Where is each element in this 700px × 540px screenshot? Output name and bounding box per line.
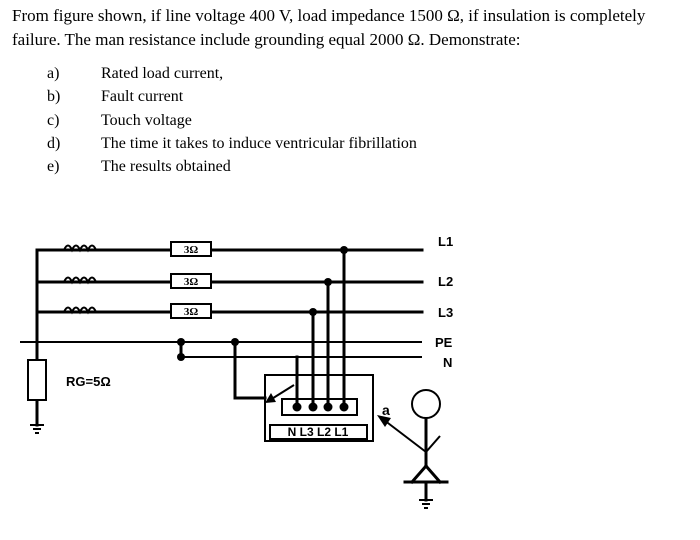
resistor-l2-label: 3Ω: [184, 276, 199, 288]
junction-dot: [231, 338, 239, 346]
man-head: [411, 389, 441, 419]
resistor-l1-label: 3Ω: [184, 244, 199, 256]
grounding-label: RG=5Ω: [66, 374, 111, 389]
man-right-leg: [423, 463, 443, 485]
terminal-label: N L3 L2 L1: [288, 425, 349, 439]
fault-arrowhead: [265, 393, 276, 403]
task-text: The time it takes to induce ventricular …: [101, 134, 417, 152]
task-text: The results obtained: [101, 158, 231, 176]
resistor-l3-label: 3Ω: [184, 306, 199, 318]
junction-dot: [177, 338, 185, 346]
junction-dot: [324, 278, 332, 286]
label-l1: L1: [438, 234, 453, 249]
terminal-dot: [339, 402, 349, 412]
resistor-l3: [170, 303, 212, 319]
label-l3: L3: [438, 305, 453, 320]
terminal-label-box: [269, 424, 368, 440]
junction-dot: [340, 246, 348, 254]
task-list: a) Rated load current, b) Fault current c)…: [47, 62, 417, 178]
task-item: a) Rated load current,: [47, 62, 417, 85]
touch-arrowhead: [377, 415, 391, 427]
terminal-block: [281, 398, 358, 416]
task-label: a): [47, 65, 60, 82]
terminal-dot: [308, 402, 318, 412]
task-label: d): [47, 134, 61, 152]
task-label: e): [47, 158, 60, 176]
terminal-dot: [323, 402, 333, 412]
label-n: N: [443, 355, 452, 370]
task-item: b) Fault current: [47, 85, 417, 108]
man-right-arm: [425, 435, 441, 453]
task-item: c) Touch voltage: [47, 109, 417, 132]
task-text: Rated load current,: [101, 65, 224, 82]
problem-statement: From figure shown, if line voltage 400 V…: [12, 6, 646, 49]
coil-l1: [63, 244, 97, 253]
resistor-l1: [170, 241, 212, 257]
junction-dot: [177, 353, 185, 361]
task-label: c): [47, 111, 60, 129]
touch-point-label: a: [382, 402, 390, 418]
task-text: Fault current: [101, 88, 184, 106]
coil-l2: [63, 276, 97, 285]
junction-dot: [309, 308, 317, 316]
man-arm: [383, 419, 427, 453]
man-left-leg: [409, 463, 429, 485]
terminal-dot: [292, 402, 302, 412]
task-item: e) The results obtained: [47, 155, 417, 178]
fault-arrow: [269, 384, 295, 401]
label-l2: L2: [438, 274, 453, 289]
coil-l3: [63, 306, 97, 315]
task-item: d) The time it takes to induce ventricula…: [47, 132, 417, 155]
task-text: Touch voltage: [101, 111, 192, 129]
resistor-l2: [170, 273, 212, 289]
load-enclosure: [264, 374, 374, 442]
grounding-resistor: [27, 359, 47, 401]
task-label: b): [47, 88, 61, 106]
label-pe: PE: [435, 335, 453, 350]
